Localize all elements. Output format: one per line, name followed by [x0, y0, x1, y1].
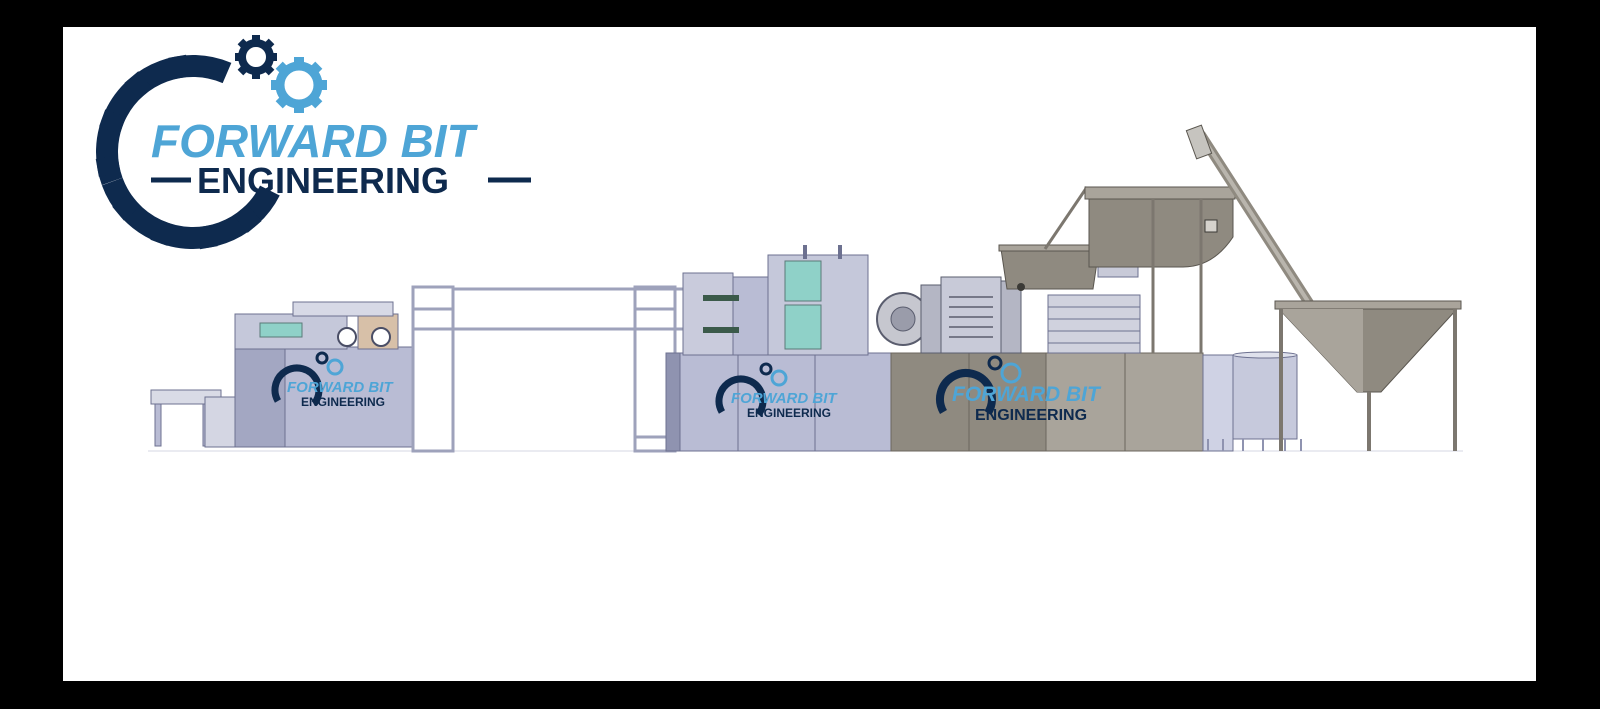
small-gear-icon [759, 362, 773, 376]
small-gear-icon [326, 358, 344, 376]
image-canvas: FORWARD BIT ENGINEERING [63, 27, 1536, 681]
machine-emblem-subtitle: ENGINEERING [301, 395, 385, 409]
machine-emblem-title: FORWARD BIT [731, 390, 838, 407]
logo-title: FORWARD BIT [151, 115, 479, 167]
sheeter-machine: FORWARD BIT ENGINEERING [150, 301, 414, 448]
machine-emblem-subtitle: ENGINEERING [975, 407, 1087, 424]
main-logo: FORWARD BIT ENGINEERING [95, 35, 531, 250]
machine-emblem: FORWARD BIT ENGINEERING [936, 355, 1102, 429]
machine-emblem: FORWARD BIT ENGINEERING [715, 362, 838, 427]
machine-emblem-title: FORWARD BIT [287, 379, 394, 396]
machine-emblem-title: FORWARD BIT [952, 383, 1102, 406]
small-gear-icon [1000, 362, 1022, 384]
machine-emblem-subtitle: ENGINEERING [747, 406, 831, 420]
logo-subtitle: ENGINEERING [197, 160, 449, 201]
hopper-icon [998, 244, 1102, 291]
extruder-machine: FORWARD BIT ENGINEERING [876, 186, 1236, 452]
hopper-icon [1274, 300, 1462, 451]
production-line-drawing: FORWARD BIT ENGINEERING [95, 35, 1463, 453]
storage-tanks [1202, 351, 1302, 452]
small-gear-icon [271, 57, 327, 113]
small-gear-icon [987, 355, 1003, 371]
cooler-machine: FORWARD BIT ENGINEERING [665, 245, 892, 452]
conveyor-frame [411, 285, 683, 453]
machine-emblem: FORWARD BIT ENGINEERING [271, 351, 394, 416]
small-gear-icon [235, 35, 277, 79]
small-gear-icon [315, 351, 329, 365]
small-gear-icon [770, 369, 788, 387]
gear-icon [95, 54, 290, 250]
mixer-tank [1043, 186, 1236, 353]
